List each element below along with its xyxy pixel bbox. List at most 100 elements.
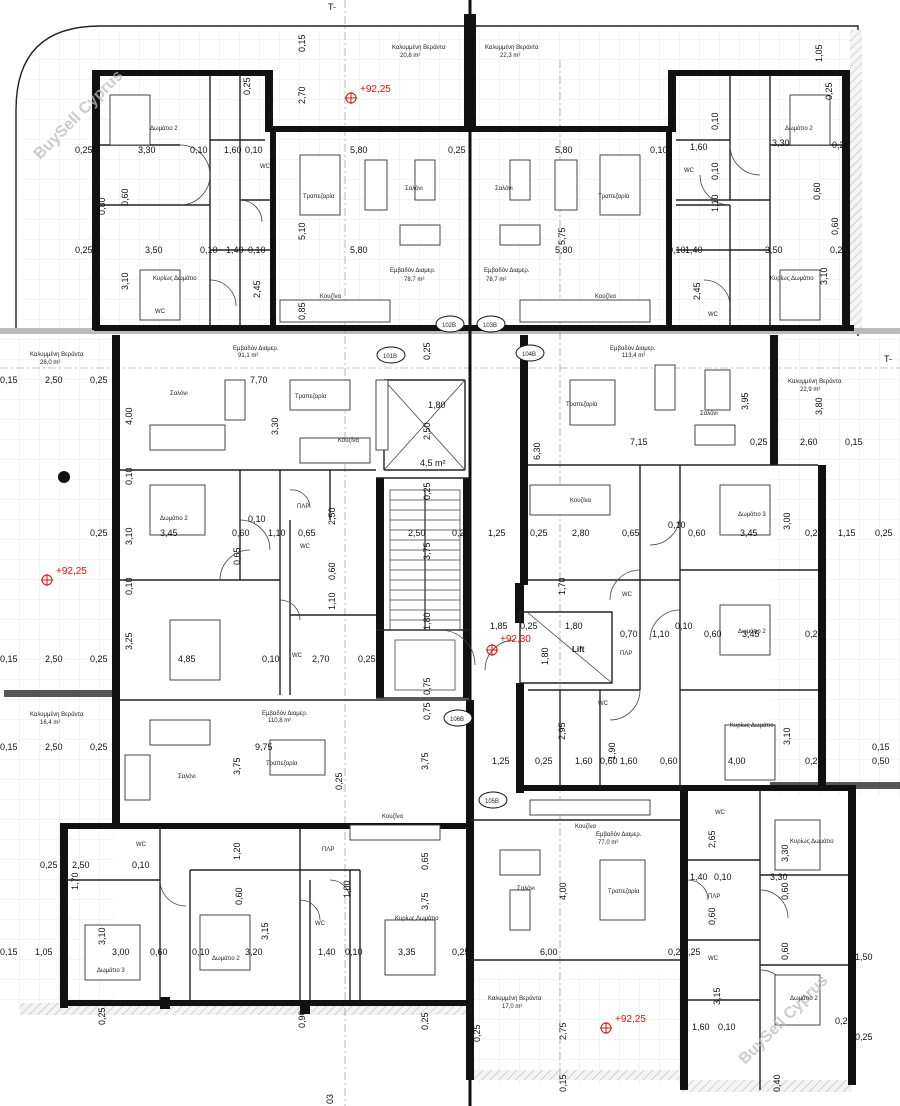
plan-label: 0,25 [75, 245, 93, 255]
plan-label: 4,00 [124, 407, 134, 425]
plan-label: 0,60 [120, 188, 130, 206]
plan-label: 0,10 [710, 112, 720, 130]
plan-label: 0,25 [420, 1012, 430, 1030]
plan-label: Τραπεζαρία [266, 761, 298, 767]
plan-label: 0,15 [845, 437, 863, 447]
plan-label: 0,25 [75, 145, 93, 155]
plan-label: 0,25 [448, 145, 466, 155]
plan-label: +92,25 [615, 1014, 646, 1025]
plan-label: Δωμάτιο 2 [738, 628, 766, 635]
plan-label: 1,60 [692, 1022, 710, 1032]
plan-label: 7,70 [250, 375, 268, 385]
plan-label: WC [300, 544, 311, 550]
plan-label: 102B [442, 323, 456, 329]
plan-label: 3,00 [782, 512, 792, 530]
plan-label: Εμβαδόν Διαμερ. [262, 710, 308, 717]
apartment-area-labels: Εμβαδόν Διαμερ. 78,7 m² Εμβαδόν Διαμερ. … [233, 267, 656, 846]
plan-label: Εμβαδόν Διαμερ. [596, 831, 642, 838]
plan-label: 3,30 [270, 417, 280, 435]
plan-label: 0,10 [650, 145, 668, 155]
plan-label: 5,80 [350, 145, 368, 155]
plan-label: WC [598, 701, 609, 707]
plan-label: 1,10 [652, 629, 670, 639]
plan-label: 0,25 [90, 528, 108, 538]
plan-label: ΠΛΡ [620, 651, 632, 657]
plan-label: 4,00 [728, 756, 746, 766]
plan-label: Σαλόνι [405, 185, 423, 192]
plan-label: Σαλόνι [517, 885, 535, 892]
plan-label: Κυρίως Δωμάτιο [153, 275, 197, 282]
plan-label: 91,1 m² [238, 353, 258, 359]
plan-label: 3,20 [245, 947, 263, 957]
plan-label: Lift [572, 645, 585, 654]
plan-label: ΠΛΡ [297, 504, 309, 510]
plan-label: Δωμάτιο 3 [738, 511, 766, 518]
plan-label: 2,80 [572, 528, 590, 538]
plan-label: 2,75 [558, 1022, 568, 1040]
plan-label: 3,10 [782, 727, 792, 745]
plan-label: 0,15 [297, 34, 307, 52]
plan-label: 0,10 [714, 872, 732, 882]
door-tag: 104B [515, 344, 545, 362]
plan-label: Τραπεζαρία [566, 402, 598, 408]
plan-label: 4,00 [558, 882, 568, 900]
plan-label: WC [136, 842, 147, 848]
plan-label: 1,50 [855, 952, 873, 962]
plan-label: 2,45 [252, 280, 262, 298]
plan-label: 0,25 [668, 947, 686, 957]
plan-label: 1,10 [327, 592, 337, 610]
plan-label: Καλυμμένη Βεράντα [30, 711, 84, 718]
plan-label: 0,25 [452, 947, 470, 957]
plan-label: 0,25 [830, 245, 848, 255]
plan-label: ΠΛΡ [708, 894, 720, 900]
plan-label: 0,25 [832, 140, 850, 150]
plan-label: 3,75 [420, 892, 430, 910]
level-mark: +92,30 [486, 634, 531, 656]
plan-label: 20,8 m² [400, 53, 420, 59]
plan-label: 0,25 [358, 654, 376, 664]
plan-label: 5,10 [297, 222, 307, 240]
plan-label: 0,60 [660, 756, 678, 766]
plan-label: 0,25 [835, 1016, 853, 1026]
plan-label: 0,25 [452, 528, 470, 538]
door-swings [159, 144, 789, 999]
plan-label: 3,45 [160, 528, 178, 538]
veranda-labels: Καλυμμένη Βεράντα 20,8 m² Καλυμμένη Βερά… [30, 44, 842, 1010]
plan-label: Σαλόνι [495, 185, 513, 192]
plan-label: 5,80 [555, 245, 573, 255]
plan-label: 110,8 m² [268, 718, 291, 724]
plan-label: 1,40 [690, 872, 708, 882]
plan-label: 2,60 [800, 437, 818, 447]
plan-label: 0,25 [90, 742, 108, 752]
plan-label: 2,50 [327, 507, 337, 525]
plan-label: 5,80 [555, 145, 573, 155]
section-mark-right: T- [884, 354, 892, 364]
plan-label: +92,25 [360, 84, 391, 95]
plan-label: Κουζίνα [382, 814, 404, 820]
plan-label: Κυρίως Δωμάτιο [730, 722, 774, 729]
plan-label: 1,00 [342, 880, 352, 898]
plan-label: 0,25 [334, 772, 344, 790]
plan-label: 3,45 [740, 528, 758, 538]
plan-label: 2,70 [297, 86, 307, 104]
plan-label: WC [684, 168, 695, 174]
plan-label: 3,95 [740, 392, 750, 410]
plan-label: Κυρίως Δωμάτιο [790, 838, 834, 845]
plan-label: Δωμάτιο 2 [785, 125, 813, 132]
plan-label: 1,15 [838, 528, 856, 538]
plan-label: 0,25 [97, 1007, 107, 1025]
door-tag: 101B [376, 346, 406, 364]
veranda-tiles [0, 30, 900, 1085]
plan-label: 0,15 [872, 742, 890, 752]
plan-label: Σαλόνι [178, 773, 196, 780]
plan-label: Κουζίνα [570, 498, 592, 504]
plan-label: 0,10 [192, 947, 210, 957]
plan-label: 17,0 m² [502, 1004, 522, 1010]
plan-label: 0,25 [824, 82, 834, 100]
plan-label: 0,25 [520, 621, 538, 631]
plan-label: Τραπεζαρία [608, 889, 640, 895]
plan-label: 6,00 [540, 947, 558, 957]
plan-label: Τραπεζαρία [303, 194, 335, 200]
plan-label: Καλυμμένη Βεράντα [788, 378, 842, 385]
